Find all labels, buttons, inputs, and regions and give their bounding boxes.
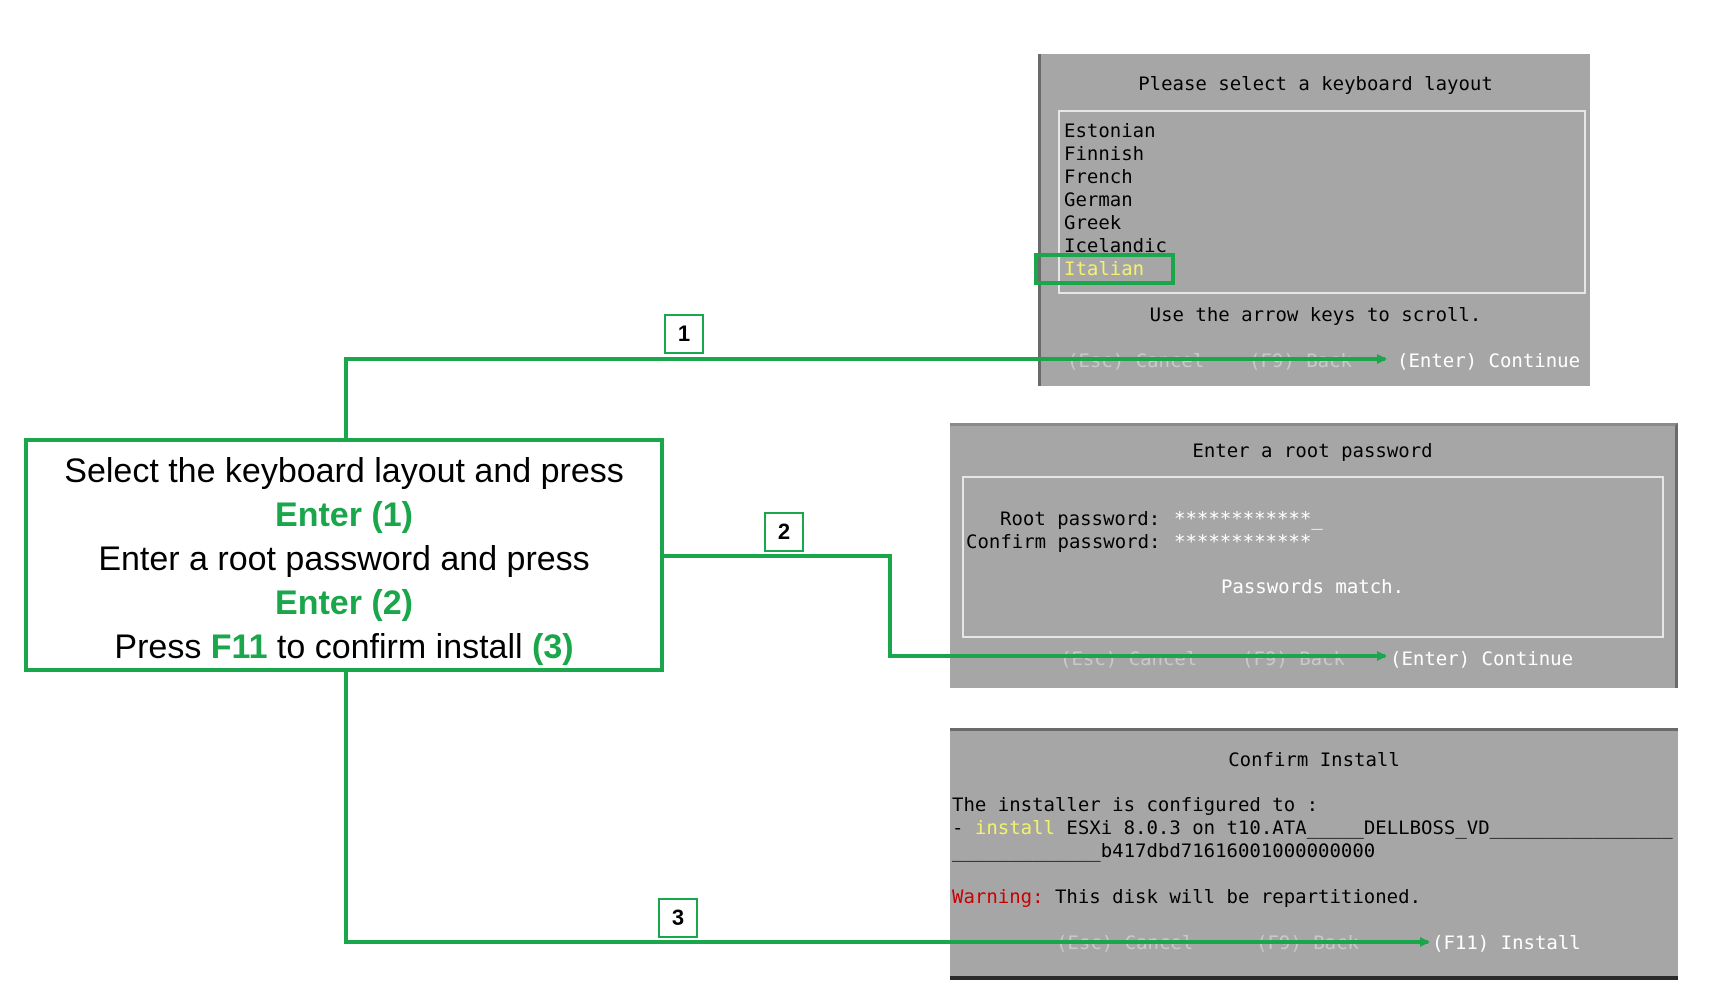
confirm-password-field[interactable]: ************ bbox=[1174, 531, 1312, 553]
instruction-line-4: Enter (2) bbox=[275, 584, 413, 622]
password-screen-title: Enter a root password bbox=[1192, 440, 1433, 462]
instruction-line-1: Select the keyboard layout and press bbox=[64, 452, 624, 490]
install-target-continuation: _____________b417dbd71616001000000000 bbox=[952, 840, 1376, 862]
back-key[interactable]: (F9) Back bbox=[1242, 648, 1345, 670]
connector-1 bbox=[344, 354, 1387, 438]
instruction-step-3: (3) bbox=[532, 628, 574, 666]
layout-item[interactable]: German bbox=[1064, 189, 1133, 211]
keyboard-screen-title: Please select a keyboard layout bbox=[1138, 73, 1493, 95]
password-dialog-box bbox=[962, 476, 1664, 638]
layout-item[interactable]: Greek bbox=[1064, 212, 1122, 234]
warning-label: Warning: bbox=[952, 886, 1044, 908]
warning-text: This disk will be repartitioned. bbox=[1043, 886, 1422, 908]
instruction-confirm: to confirm install bbox=[267, 628, 533, 666]
installer-config-text: The installer is configured to : bbox=[952, 794, 1319, 816]
confirm-password-label: Confirm password: bbox=[966, 531, 1161, 553]
connector-3 bbox=[344, 672, 1430, 947]
keyboard-layout-screen: Please select a keyboard layout Estonian… bbox=[1038, 54, 1590, 386]
install-word: install bbox=[974, 817, 1055, 839]
warning-line: Warning: This disk will be repartitioned… bbox=[952, 886, 1421, 909]
step-marker-1: 1 bbox=[664, 314, 704, 354]
keyboard-layout-list[interactable] bbox=[1058, 110, 1586, 294]
install-target: ESXi 8.0.3 on t10.ATA_____DELLBOSS_VD___… bbox=[1054, 817, 1673, 839]
continue-key[interactable]: (Enter) Continue bbox=[1390, 648, 1574, 670]
instruction-callout: Select the keyboard layout and press Ent… bbox=[24, 438, 664, 672]
instruction-line-3: Enter a root password and press bbox=[98, 540, 590, 578]
layout-item[interactable]: Icelandic bbox=[1064, 235, 1167, 257]
step-marker-2: 2 bbox=[764, 512, 804, 552]
root-password-screen: Enter a root password Root password: ***… bbox=[950, 423, 1678, 688]
layout-item[interactable]: French bbox=[1064, 166, 1133, 188]
layout-item-selected[interactable]: Italian bbox=[1064, 258, 1145, 280]
install-target-line: - install ESXi 8.0.3 on t10.ATA_____DELL… bbox=[952, 817, 1673, 840]
connector-2 bbox=[664, 554, 1387, 661]
selection-highlight bbox=[1034, 253, 1175, 285]
instruction-press: Press bbox=[114, 628, 211, 666]
cancel-key[interactable]: (Esc) Cancel bbox=[1060, 648, 1198, 670]
dash: - bbox=[952, 817, 975, 839]
step-marker-3: 3 bbox=[658, 898, 698, 938]
root-password-field[interactable]: ************_ bbox=[1174, 508, 1323, 530]
layout-item[interactable]: Finnish bbox=[1064, 143, 1145, 165]
layout-item[interactable]: Estonian bbox=[1064, 120, 1156, 142]
install-key[interactable]: (F11) Install bbox=[1432, 932, 1581, 954]
instruction-line-5: Press F11 to confirm install (3) bbox=[28, 625, 660, 669]
root-password-label: Root password: bbox=[1000, 508, 1161, 530]
instruction-line-2: Enter (1) bbox=[275, 496, 413, 534]
confirm-install-screen: Confirm Install The installer is configu… bbox=[950, 728, 1678, 980]
confirm-screen-title: Confirm Install bbox=[1228, 749, 1400, 771]
scroll-hint: Use the arrow keys to scroll. bbox=[1149, 304, 1482, 326]
password-match-status: Passwords match. bbox=[1220, 576, 1405, 598]
instruction-f11: F11 bbox=[210, 628, 268, 666]
continue-key[interactable]: (Enter) Continue bbox=[1397, 350, 1581, 372]
